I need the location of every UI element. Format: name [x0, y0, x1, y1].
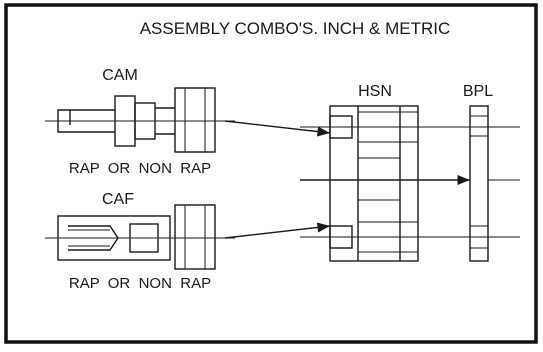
cam-to-hsn-arrow — [224, 120, 331, 137]
bpl-label: BPL — [463, 83, 493, 100]
cam-fitting — [45, 87, 235, 153]
hsn-label: HSN — [358, 83, 392, 100]
caf-to-hsn-arrow — [224, 222, 331, 239]
diagram-title: ASSEMBLY COMBO'S. INCH & METRIC — [140, 19, 451, 38]
caf-label: CAF — [102, 191, 134, 208]
cam-caption: RAP OR NON RAP — [69, 160, 211, 177]
caf-caption: RAP OR NON RAP — [69, 275, 211, 292]
outer-frame — [4, 3, 538, 344]
caf-fitting — [45, 204, 235, 270]
cam-label: CAM — [102, 67, 138, 84]
hsn-block — [329, 105, 419, 262]
bpl-plate — [469, 105, 489, 262]
